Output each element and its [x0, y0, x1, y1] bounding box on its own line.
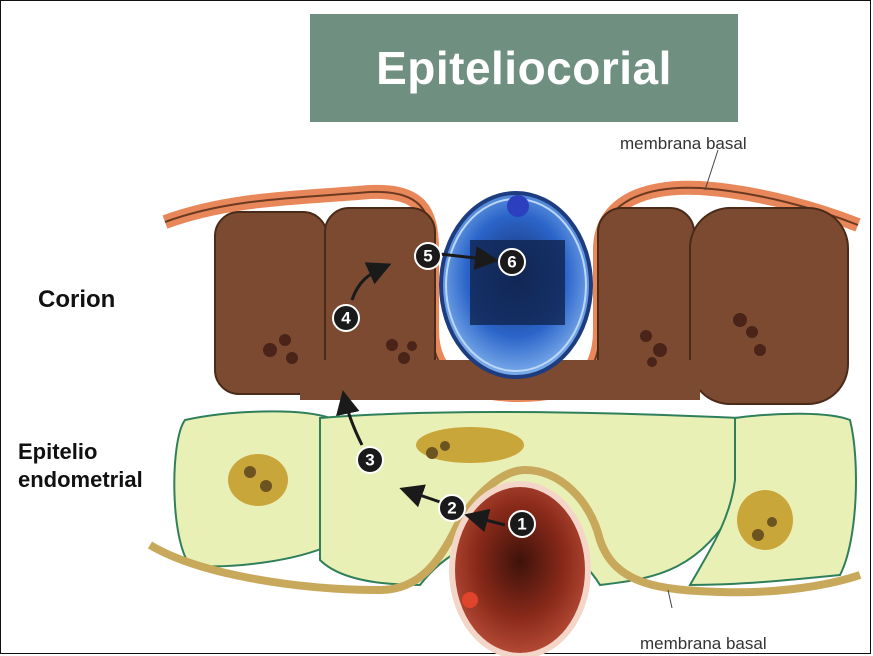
- diagram-title: Epiteliocorial: [310, 14, 738, 122]
- step-5-marker: 5: [415, 243, 441, 269]
- step-4-label: 4: [341, 309, 351, 328]
- epitelio-label-line2: endometrial: [18, 466, 143, 494]
- corion-label: Corion: [38, 286, 115, 314]
- step-1-marker: 1: [509, 511, 535, 537]
- step-3-label: 3: [365, 451, 374, 470]
- membrana-bottom-leader: [668, 590, 672, 608]
- step-4-marker: 4: [333, 305, 359, 331]
- step-2-marker: 2: [439, 495, 465, 521]
- membrana-basal-bottom-label: membrana basal: [640, 634, 767, 654]
- epitelio-label-line1: Epitelio: [18, 438, 143, 466]
- step-6-label: 6: [507, 253, 516, 272]
- step-1-label: 1: [517, 515, 526, 534]
- maternal-capillary: [452, 484, 588, 656]
- membrana-basal-top-label: membrana basal: [620, 134, 747, 154]
- step-6-marker: 6: [499, 249, 525, 275]
- step-3-marker: 3: [357, 447, 383, 473]
- step-2-label: 2: [447, 499, 456, 518]
- step-5-label: 5: [423, 247, 432, 266]
- epitelio-label: Epitelio endometrial: [18, 438, 143, 494]
